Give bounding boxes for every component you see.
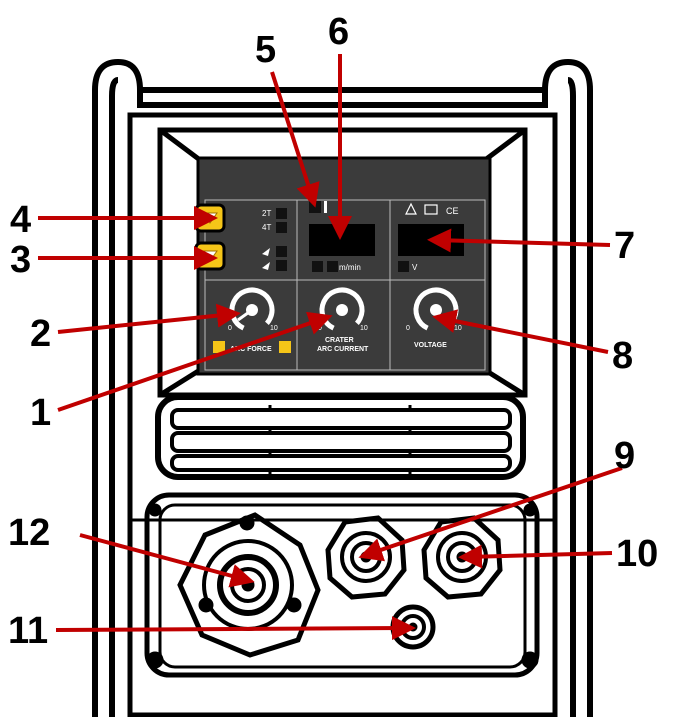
arrow-5	[270, 71, 320, 208]
led-5	[309, 201, 321, 213]
led-2t	[276, 208, 287, 219]
led-wire-speed	[327, 261, 338, 272]
control-panel: 2T 4T m/min CE V	[194, 156, 492, 376]
arrow-2	[57, 303, 241, 334]
connector-panel	[130, 492, 555, 678]
callout-11: 11	[8, 610, 48, 652]
arrow-10	[458, 544, 613, 569]
arrow-7	[427, 228, 611, 253]
mode-2t-label: 2T	[262, 209, 271, 218]
wire-speed-unit: m/min	[339, 263, 361, 272]
voltage-unit: V	[412, 263, 418, 272]
callout-1: 1	[30, 392, 51, 434]
led-torch-2	[276, 260, 287, 271]
knob-right-min: 0	[406, 325, 410, 332]
knob-left-label: ARC FORCE	[230, 346, 272, 353]
callout-8: 8	[612, 335, 633, 377]
arrow-9	[358, 466, 623, 562]
callout-12: 12	[8, 512, 50, 554]
torch-icon	[262, 248, 270, 256]
callout-labels: 1 2 3 4 5 6 7 8 9 10 11 12	[8, 11, 658, 652]
arrow-1	[57, 311, 333, 412]
knob-right-label: VOLTAGE	[414, 342, 447, 349]
knob-mid-label-1: CRATER	[325, 337, 354, 344]
torch-icon-2	[262, 262, 270, 270]
arc-force-icon-right	[279, 341, 291, 353]
euro-torch-connector[interactable]	[177, 512, 321, 658]
machine-frame	[92, 58, 593, 717]
arrow-12	[79, 533, 255, 588]
knob-left-min: 0	[228, 325, 232, 332]
callout-4: 4	[10, 199, 31, 241]
socket-9[interactable]	[325, 515, 407, 600]
callout-6: 6	[328, 11, 349, 53]
arc-force-icon-left	[213, 341, 225, 353]
callout-arrows	[38, 54, 623, 641]
ce-mark: CE	[446, 206, 459, 216]
wire-icon	[324, 201, 327, 213]
arrow-8	[432, 309, 609, 354]
led-4t	[276, 222, 287, 233]
warning-icon	[405, 202, 417, 215]
knob-mid-min: 0	[318, 325, 322, 332]
callout-2: 2	[30, 313, 51, 355]
vent-grille	[155, 394, 526, 480]
knob-right-max: 10	[454, 325, 462, 332]
callout-10: 10	[616, 533, 658, 575]
manual-icon	[424, 204, 438, 215]
knob-crater-arc-current[interactable]	[315, 283, 368, 336]
knob-left-max: 10	[270, 325, 278, 332]
callout-3: 3	[10, 239, 31, 281]
led-torch-1	[276, 246, 287, 257]
led-voltage	[398, 261, 409, 272]
callout-9: 9	[614, 435, 635, 477]
callout-5: 5	[255, 29, 276, 71]
arrow-11	[55, 616, 416, 641]
callout-7: 7	[614, 225, 635, 267]
knob-mid-label-2: ARC CURRENT	[317, 346, 369, 353]
led-amp	[312, 261, 323, 272]
knob-mid-max: 10	[360, 325, 368, 332]
mode-4t-label: 4T	[262, 223, 271, 232]
